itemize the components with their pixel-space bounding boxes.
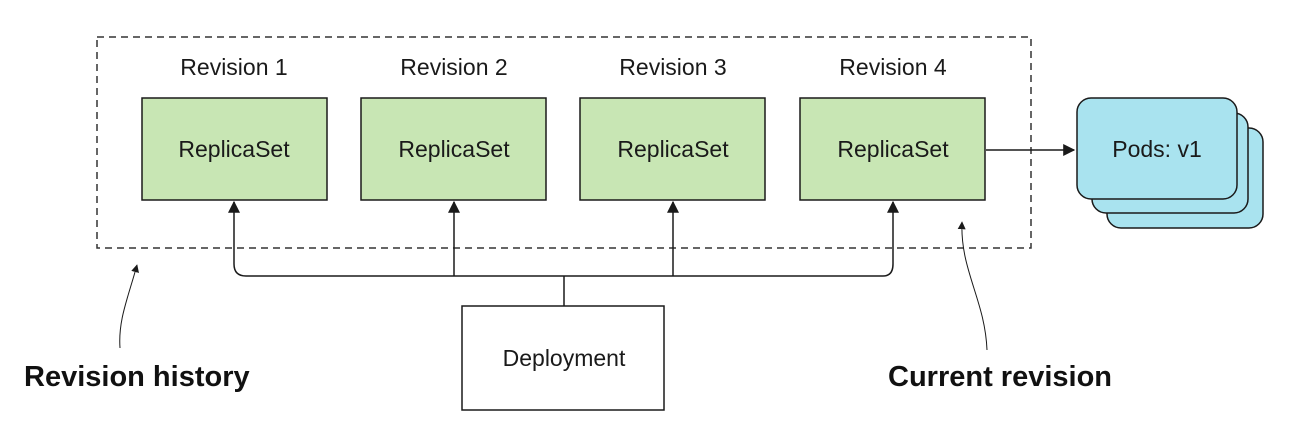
revision-1-label: Revision 1 (180, 54, 287, 80)
revision-history-callout: Revision history (24, 361, 250, 393)
current-revision-pointer (957, 221, 988, 351)
replicaset-3-label: ReplicaSet (617, 136, 729, 162)
current-revision-callout: Current revision (888, 361, 1112, 393)
replicaset-3-box (579, 97, 766, 201)
replicaset-2-box (360, 97, 547, 201)
replicaset-1-box (141, 97, 328, 201)
revision-3-label: Revision 3 (619, 54, 726, 80)
replicaset-4-box (799, 97, 986, 201)
replicaset-2-label: ReplicaSet (398, 136, 510, 162)
deployment-label: Deployment (503, 345, 626, 371)
revision-history-boundary (96, 36, 1032, 249)
deployment-box (461, 305, 665, 411)
pods-stack: Pods: v1 (1076, 97, 1264, 229)
pods-label: Pods: v1 (1112, 136, 1202, 162)
deployment-connector-lines (233, 263, 894, 306)
revision-history-pointer (119, 264, 139, 349)
revision-4-label: Revision 4 (839, 54, 947, 80)
replicaset-1-label: ReplicaSet (178, 136, 290, 162)
pod-card-front (1076, 97, 1238, 200)
revision-2-label: Revision 2 (400, 54, 507, 80)
replicaset-4-label: ReplicaSet (837, 136, 949, 162)
